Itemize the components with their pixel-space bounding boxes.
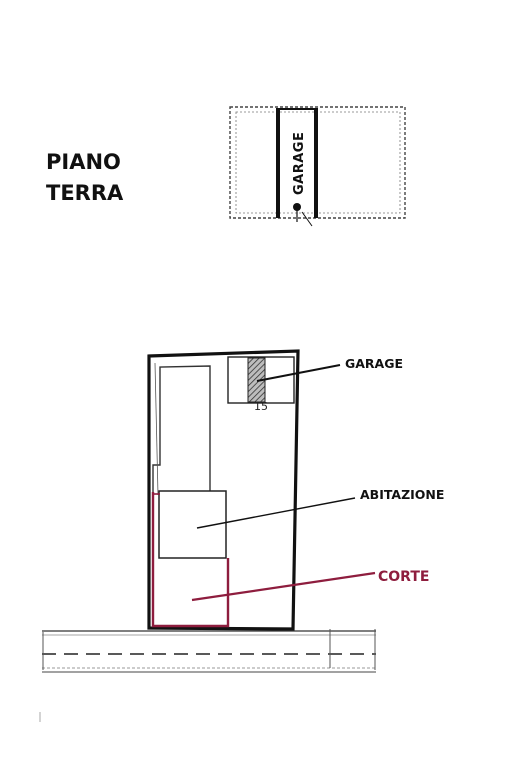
garage-wall-right: [314, 108, 318, 218]
abitazione-label: ABITAZIONE: [360, 487, 444, 502]
abitazione-leader-line: [196, 497, 356, 529]
corte-outline: [151, 492, 230, 628]
garage-building-outline: [227, 356, 295, 404]
adjacent-volume-outline: [229, 106, 406, 219]
road: [39, 629, 376, 722]
entrance-pointer-line-2: [301, 211, 313, 227]
garage-wall-left: [276, 108, 280, 218]
long-building-outline: [152, 365, 211, 495]
title-line-1: PIANO: [46, 150, 121, 174]
corte-leader-line: [191, 571, 376, 602]
garage-leader-line: [256, 364, 341, 382]
page-title: PIANO TERRA: [46, 150, 124, 205]
parcel-boundary: [147, 349, 300, 631]
site-plan: 15 GARAGE ABITAZIONE CORTE: [147, 349, 444, 631]
long-building-inner-line: [154, 362, 159, 496]
garage-entrance-marker: [293, 203, 301, 211]
site-garage-label: GARAGE: [345, 356, 403, 371]
top-floor-plan: GARAGE: [229, 106, 406, 227]
abitazione-outline: [158, 490, 227, 559]
parcel-number: 15: [254, 400, 268, 413]
title-line-2: TERRA: [46, 181, 124, 205]
corte-label: CORTE: [378, 569, 429, 585]
top-garage-label: GARAGE: [292, 132, 307, 195]
